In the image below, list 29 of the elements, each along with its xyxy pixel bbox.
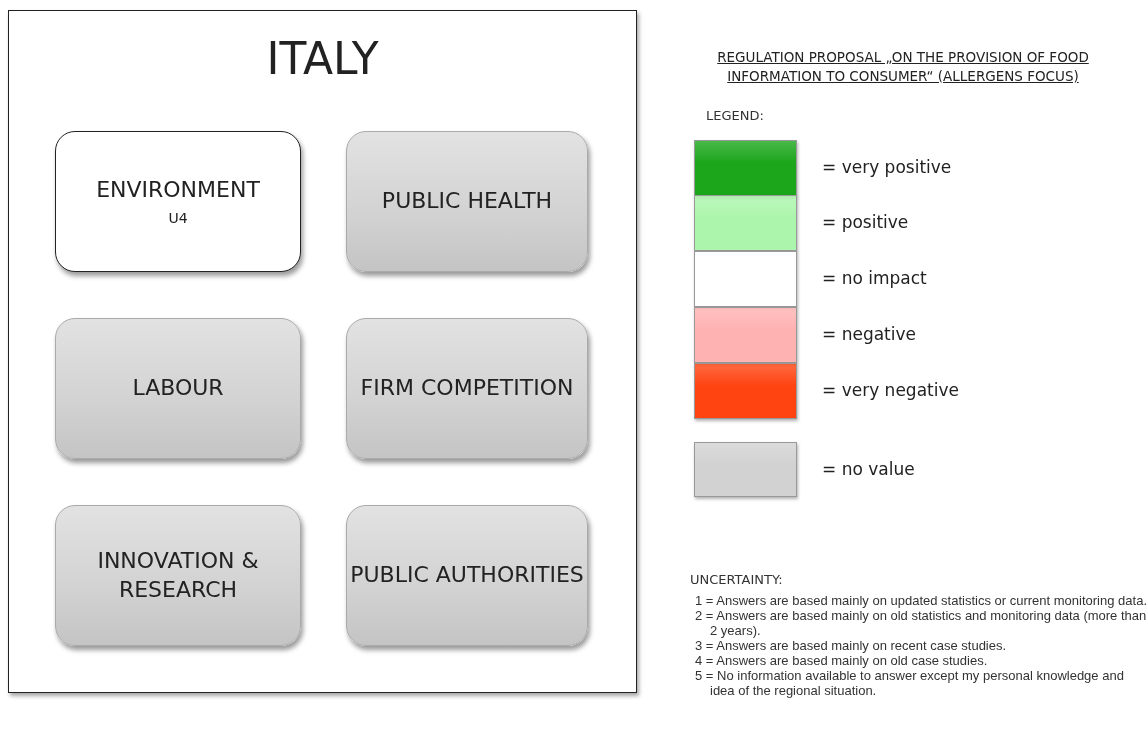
legend-label: = positive <box>822 212 909 232</box>
node-label: LABOUR <box>132 374 224 403</box>
uncertainty-note: 2 = Answers are based mainly on old statistics and monitoring data (more than 2 years). <box>695 609 1148 639</box>
uncertainty-note: 3 = Answers are based mainly on recent case studies. <box>695 639 1008 654</box>
uncertainty-note: 4 = Answers are based mainly on old case studies. <box>695 654 989 669</box>
node-label: ENVIRONMENT <box>96 176 260 205</box>
legend-label: = no value <box>822 459 915 479</box>
node-label: FIRM COMPETITION <box>360 374 574 403</box>
uncertainty-note: 1 = Answers are based mainly on updated statistics or current monitoring data. <box>695 594 1148 609</box>
node-label: PUBLIC AUTHORITIES <box>350 561 584 590</box>
legend-label: = very positive <box>822 157 952 177</box>
impact-box <box>55 318 301 459</box>
impact-box <box>55 505 301 646</box>
node-label: PUBLIC HEALTH <box>381 187 553 216</box>
impact-box <box>55 131 301 272</box>
legend-label: = no impact <box>822 268 927 288</box>
uncertainty-note: 5 = No information available to answer except my personal knowledge and idea of the regional situation. <box>695 669 1125 699</box>
legend-label: = very negative <box>822 380 959 400</box>
country-panel <box>8 10 637 693</box>
legend-label: = negative <box>822 324 916 344</box>
legend-heading: LEGEND: <box>706 108 764 123</box>
uncertainty-code: U4 <box>168 208 188 227</box>
impact-box <box>346 131 588 272</box>
panel-title: ITALY <box>266 33 379 84</box>
node-label: INNOVATION & RESEARCH <box>96 546 260 604</box>
impact-box <box>346 318 588 459</box>
uncertainty-heading: UNCERTAINTY: <box>690 572 783 587</box>
diagram-title: REGULATION PROPOSAL „ON THE PROVISION OF FOOD INFORMATION TO CONSUMER“ (ALLERGENS FOCUS) <box>716 48 1090 86</box>
impact-box <box>346 505 588 646</box>
